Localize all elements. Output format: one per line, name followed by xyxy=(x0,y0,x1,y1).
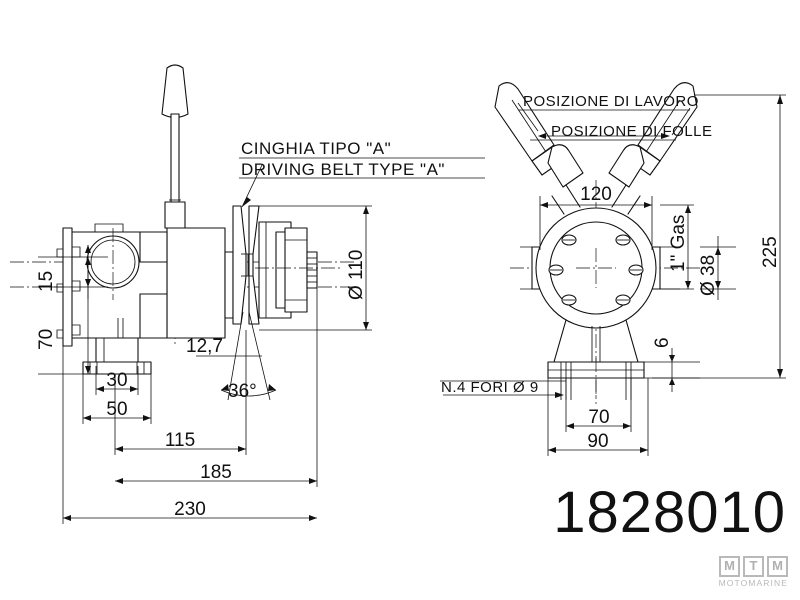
dim-label-185: 185 xyxy=(200,462,232,483)
brand-letter-m1: M xyxy=(719,556,740,577)
note-label-belt-it: CINGHIA TIPO "A" xyxy=(241,139,391,158)
dim-label-1gas: 1" Gas xyxy=(668,215,689,272)
dim-label-115: 115 xyxy=(165,430,195,451)
dim-label-30: 30 xyxy=(106,370,127,391)
note-label-lever-work: POSIZIONE DI LAVORO xyxy=(523,93,699,110)
brand-subtitle: MOTOMARINE xyxy=(718,578,788,588)
dim-label-15: 15 xyxy=(36,271,57,292)
brand-letter-t: T xyxy=(743,556,764,577)
dim-label-110: Ø 110 xyxy=(346,250,367,300)
dim-label-38: Ø 38 xyxy=(698,255,719,296)
part-number: 1828010 xyxy=(553,480,786,545)
brand-letter-m2: M xyxy=(767,556,788,577)
dim-label-225: 225 xyxy=(760,236,781,268)
dim-label-90: 90 xyxy=(587,431,608,452)
dim-label-70-front: 70 xyxy=(588,407,609,428)
brand-letter-boxes: M T M xyxy=(719,556,788,577)
dim-label-230: 230 xyxy=(174,499,206,520)
front-view-group: 120 1" Gas Ø 38 225 6 N.4 FORI Ø 9 xyxy=(440,82,786,456)
brand-logo: M T M MOTOMARINE xyxy=(719,556,788,588)
dim-label-50: 50 xyxy=(106,399,127,420)
dim-label-6: 6 xyxy=(652,337,673,348)
dim-label-120: 120 xyxy=(580,184,612,205)
note-label-holes: N.4 FORI Ø 9 xyxy=(441,379,539,396)
side-view-group: Ø 110 12,7 36° 15 70 30 xyxy=(10,64,485,524)
bolt-heads xyxy=(548,234,644,306)
note-label-belt-en: DRIVING BELT TYPE "A" xyxy=(241,160,445,179)
dim-label-36deg: 36° xyxy=(228,381,257,402)
dim-label-70-side: 70 xyxy=(36,329,57,350)
note-label-lever-neutral: POSIZIONE DI FOLLE xyxy=(551,123,713,140)
dim-label-127: 12,7 xyxy=(186,336,223,357)
